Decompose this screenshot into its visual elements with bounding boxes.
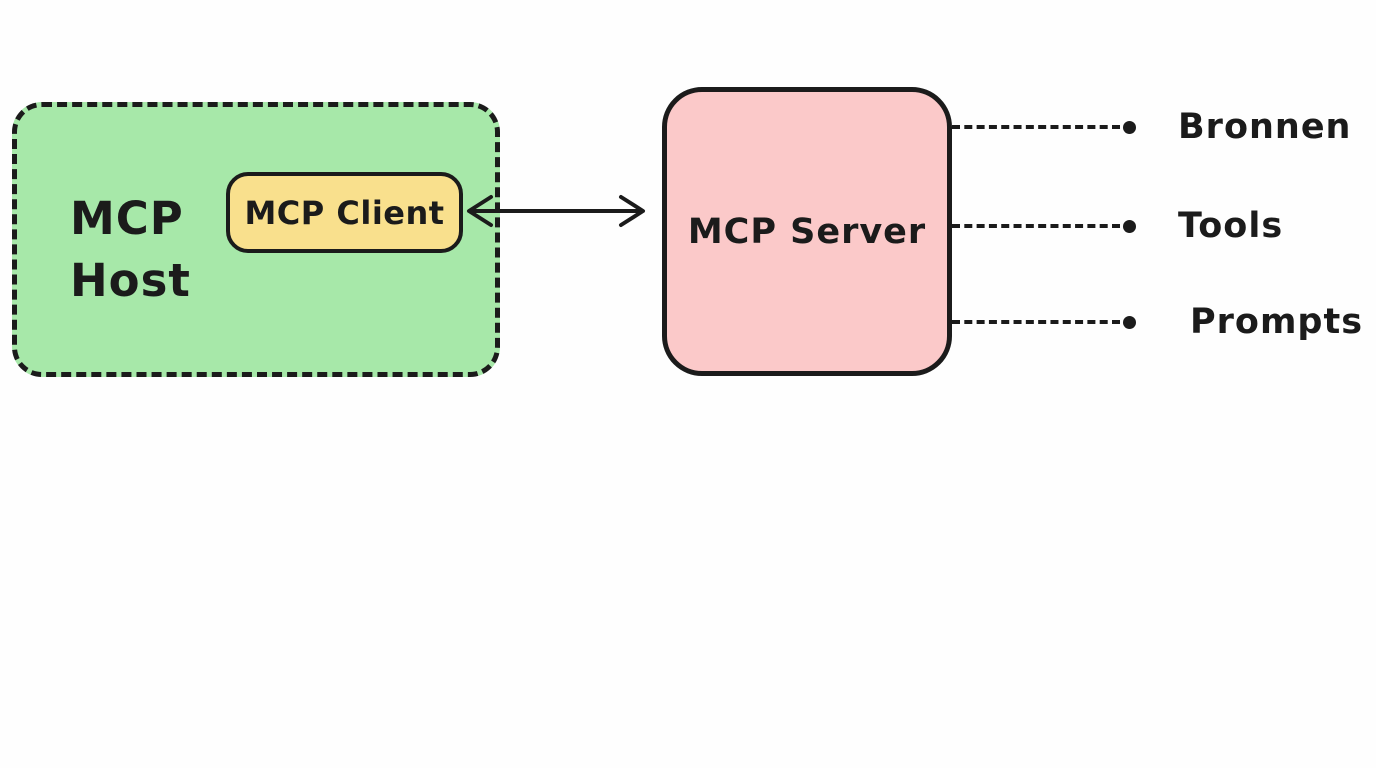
capability-label-tools: Tools — [1178, 206, 1284, 246]
endpoint-dot-icon — [1123, 315, 1136, 329]
dashed-line — [952, 125, 1120, 129]
mcp-client-box: MCP Client — [226, 172, 463, 253]
capability-label-bronnen: Bronnen — [1178, 107, 1352, 147]
bidirectional-arrow — [467, 195, 645, 227]
endpoint-dot-icon — [1123, 120, 1136, 134]
connector-tools: Tools — [952, 202, 1283, 250]
connector-prompts: Prompts — [952, 298, 1363, 346]
dashed-line — [952, 224, 1120, 228]
mcp-server-label: MCP Server — [687, 211, 927, 252]
endpoint-dot-icon — [1123, 219, 1136, 233]
mcp-server-box: MCP Server — [662, 87, 952, 376]
capability-label-prompts: Prompts — [1190, 302, 1364, 342]
connector-bronnen: Bronnen — [952, 103, 1351, 151]
dashed-line — [952, 320, 1120, 324]
mcp-client-label: MCP Client — [244, 193, 445, 232]
mcp-host-label: MCP Host — [70, 192, 191, 308]
